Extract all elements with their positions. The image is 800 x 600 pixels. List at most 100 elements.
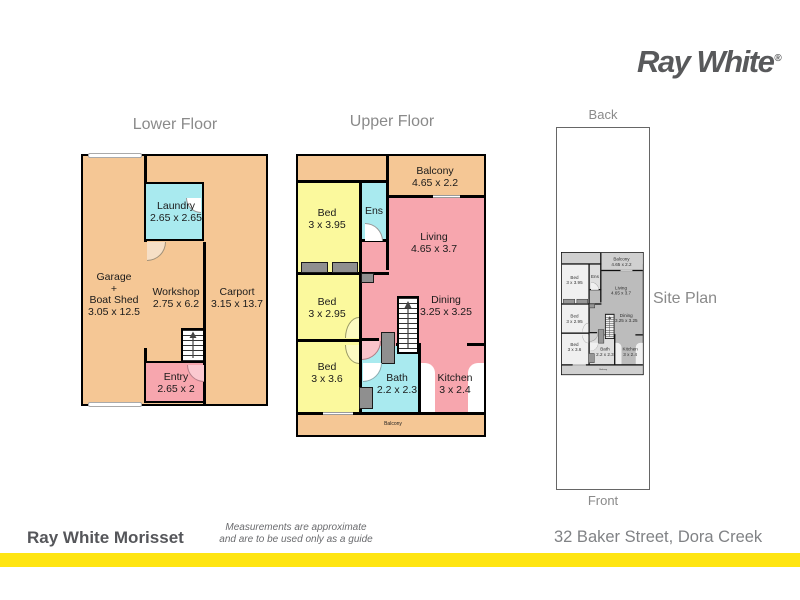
lower-floor-title: Lower Floor: [132, 116, 218, 133]
site-plan-mini: Balcony 4.65 x 2.2 Bed 3 x 3.95 Ens Livi…: [561, 252, 644, 376]
label-bath: Bath 2.2 x 2.3: [377, 372, 417, 396]
room-name: Carport: [219, 286, 255, 298]
room-name: Boat Shed: [89, 294, 139, 306]
wall: [561, 303, 602, 305]
room-name: Balcony: [384, 421, 402, 427]
label-bed2: Bed 3 x 2.95: [566, 314, 582, 324]
stairs-up-arrow: [608, 315, 612, 337]
wardrobe-block: [359, 387, 373, 409]
disclaimer-line: Measurements are approximate: [225, 522, 367, 533]
room-dims: 2.2 x 2.3: [596, 351, 614, 358]
room-name: Dining: [431, 294, 461, 306]
room-dims: 3.25 x 3.25: [614, 317, 638, 324]
registered-mark-icon: ®: [774, 52, 782, 64]
wall: [298, 272, 389, 275]
room-name: Living: [420, 231, 448, 243]
room-name: Balcony: [416, 165, 454, 177]
sliding-door: [433, 195, 460, 198]
kitchen-bench: [614, 342, 622, 365]
room-dims: 2.65 x 2.65: [150, 211, 202, 224]
site-back-label: Back: [588, 107, 618, 122]
wardrobe-block: [589, 303, 595, 309]
room-name: Dining: [619, 312, 633, 319]
room-dims: 3.15 x 13.7: [211, 297, 263, 310]
wardrobe-block: [597, 329, 605, 344]
room-dims: 2.75 x 6.2: [152, 297, 200, 310]
label-ensuite: Ens: [364, 205, 384, 218]
door-arc: [147, 242, 166, 261]
room-dims: 3 x 2.4: [623, 351, 638, 358]
brand-yellow-bar: [0, 553, 800, 567]
wardrobe-block: [576, 298, 588, 304]
label-balcony-top: Balcony 4.65 x 2.2: [412, 165, 458, 189]
wall: [418, 343, 421, 414]
office-name: Ray White Morisset: [27, 528, 184, 547]
site-plan-box: Balcony 4.65 x 2.2 Bed 3 x 3.95 Ens Livi…: [556, 127, 650, 490]
room-name: Balcony: [599, 368, 608, 371]
label-carport: Carport 3.15 x 13.7: [211, 286, 263, 310]
room-entry: [144, 361, 205, 403]
stairs-up-arrow: [404, 301, 412, 348]
room-name: Bed: [570, 313, 579, 319]
label-bed3: Bed 3 x 3.6: [568, 342, 582, 352]
room-dims: 3 x 3.95: [308, 218, 346, 231]
wall: [298, 180, 389, 183]
room-balcony-top: [600, 252, 643, 271]
room-name: Balcony: [613, 256, 630, 263]
wall: [298, 339, 359, 342]
stairs-upper: [604, 313, 615, 339]
room-name: Ens: [364, 205, 384, 217]
room-laundry: [144, 182, 204, 241]
label-ensuite: Ens: [590, 274, 599, 280]
room-dims: 3 x 2.4: [439, 383, 471, 396]
room-dims: 3 x 3.95: [566, 280, 583, 286]
label-balcony-bottom: Balcony: [384, 421, 402, 427]
label-bed1: Bed 3 x 3.95: [566, 275, 582, 285]
disclaimer-line: and are to be used only as a guide: [219, 534, 373, 545]
stairs-up-arrow: [189, 331, 197, 358]
property-address: 32 Baker Street, Dora Creek: [554, 528, 763, 546]
wall: [386, 156, 389, 270]
lower-floor-plan: Laundry 2.65 x 2.65 Garage + Boat Shed 3…: [81, 153, 268, 407]
kitchen-bench: [468, 363, 484, 412]
room-name: Laundry: [157, 200, 195, 212]
wardrobe-block: [332, 262, 358, 273]
room-name: Entry: [163, 371, 189, 383]
room-dims: 4.65 x 3.7: [410, 242, 458, 255]
sliding-door: [620, 269, 633, 272]
label-kitchen: Kitchen 3 x 2.4: [437, 372, 473, 396]
wall: [589, 332, 598, 334]
room-name: Living: [615, 285, 627, 291]
wall: [298, 412, 484, 415]
wall: [561, 364, 643, 366]
sliding-door: [323, 412, 353, 415]
room-name: Bed: [570, 275, 579, 281]
label-workshop: Workshop 2.75 x 6.2: [152, 286, 200, 310]
wardrobe-block: [301, 262, 328, 273]
room-balcony-bottom: [561, 365, 643, 375]
site-plan-title: Site Plan: [653, 290, 718, 307]
logo-text: Ray White: [637, 44, 775, 79]
room-name: Ens: [590, 274, 599, 280]
wall: [561, 332, 589, 334]
label-kitchen: Kitchen 3 x 2.4: [623, 347, 638, 357]
label-bed3: Bed 3 x 3.6: [311, 361, 343, 385]
room-name: Bath: [386, 372, 408, 384]
room-dims: 3 x 3.6: [567, 347, 582, 353]
room-name: Workshop: [152, 286, 200, 298]
wall: [144, 348, 147, 362]
door-arc: [582, 322, 589, 333]
wall: [203, 242, 206, 404]
room-balcony-top: [386, 156, 484, 196]
room-dims: 4.65 x 2.2: [611, 261, 632, 268]
label-dining: Dining 3.25 x 3.25: [420, 294, 472, 318]
upper-floor-plan: Balcony 4.65 x 2.2 Bed 3 x 3.95 Ens Livi…: [296, 154, 486, 437]
wall: [467, 343, 484, 346]
room-name: Bed: [317, 361, 337, 373]
disclaimer-text: Measurements are approximate and are to …: [219, 522, 372, 546]
label-entry: Entry 2.65 x 2: [157, 371, 194, 395]
site-front-label: Front: [587, 493, 619, 508]
label-balcony-bottom: Balcony: [599, 368, 607, 371]
room-name: Kitchen: [437, 372, 473, 384]
